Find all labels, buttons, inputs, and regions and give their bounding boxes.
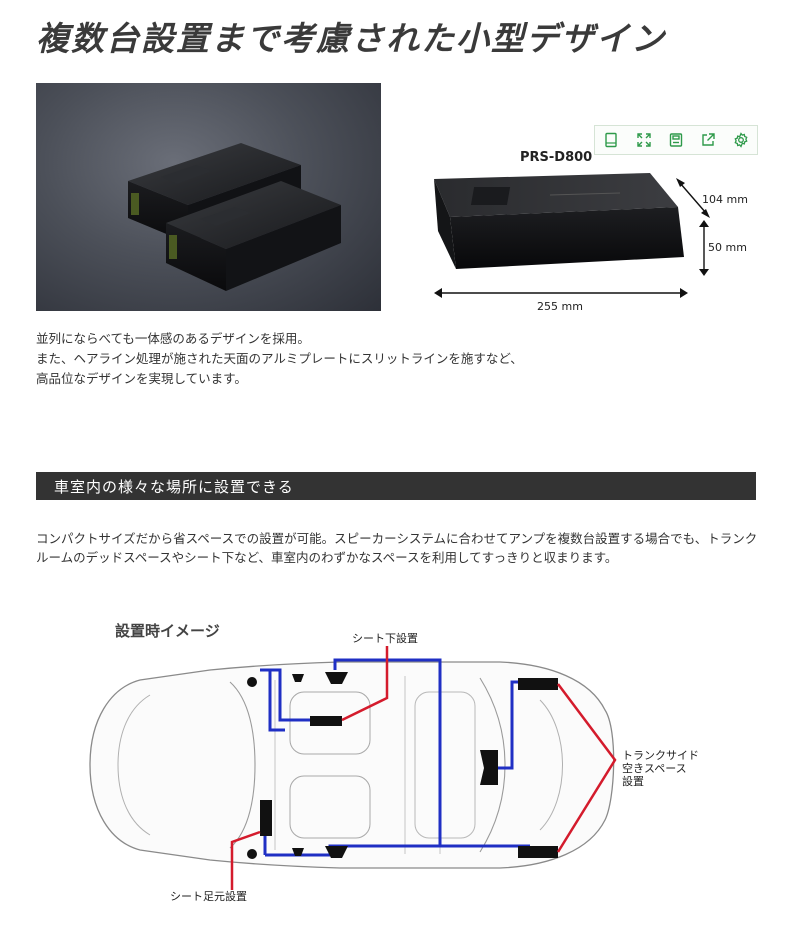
amp-footwell <box>260 800 272 836</box>
settings-icon[interactable] <box>729 128 753 152</box>
share-icon[interactable] <box>696 128 720 152</box>
amp-trunk-lower <box>518 846 558 858</box>
product-dimension-drawing <box>434 173 710 298</box>
intro-line: また、ヘアライン処理が施された天面のアルミプレートにスリットラインを施すなど、 <box>36 351 523 366</box>
intro-line: 高品位なデザインを実現しています。 <box>36 371 247 386</box>
product-model-label: PRS-D800 <box>520 150 593 165</box>
car-installation-diagram <box>89 646 617 890</box>
expand-icon[interactable] <box>632 128 656 152</box>
save-icon[interactable] <box>664 128 688 152</box>
section-body: コンパクトサイズだから省スペースでの設置が可能。スピーカーシステムに合わせてアン… <box>36 531 758 565</box>
product-photo-illustration <box>128 143 341 291</box>
label-trunk-line: トランクサイド <box>622 749 699 762</box>
dimension-depth: 104 mm <box>702 193 748 206</box>
intro-paragraph: 並列にならべても一体感のあるデザインを採用。 また、ヘアライン処理が施された天面… <box>36 329 523 389</box>
tablet-icon[interactable] <box>599 128 623 152</box>
viewer-toolbar <box>594 125 758 155</box>
label-trunk: トランクサイド 空きスペース 設置 <box>622 749 699 788</box>
dimension-height: 50 mm <box>708 241 747 254</box>
amp-trunk-upper <box>518 678 558 690</box>
label-trunk-line: 空きスペース <box>622 762 687 775</box>
product-photo <box>36 83 381 311</box>
amp-under-seat <box>310 716 342 726</box>
dimension-width: 255 mm <box>537 300 583 313</box>
section-heading: 車室内の様々な場所に設置できる <box>54 478 294 496</box>
page-title: 複数台設置まで考慮された小型デザイン <box>36 19 666 58</box>
car-body-outline <box>89 661 615 869</box>
label-footwell: シート足元設置 <box>170 890 247 903</box>
label-under-seat: シート下設置 <box>352 632 418 645</box>
intro-line: 並列にならべても一体感のあるデザインを採用。 <box>36 331 310 346</box>
section-heading-bar: 車室内の様々な場所に設置できる <box>36 472 756 500</box>
label-trunk-line: 設置 <box>622 775 644 788</box>
subwoofer <box>480 750 498 785</box>
diagram-title: 設置時イメージ <box>115 622 220 640</box>
